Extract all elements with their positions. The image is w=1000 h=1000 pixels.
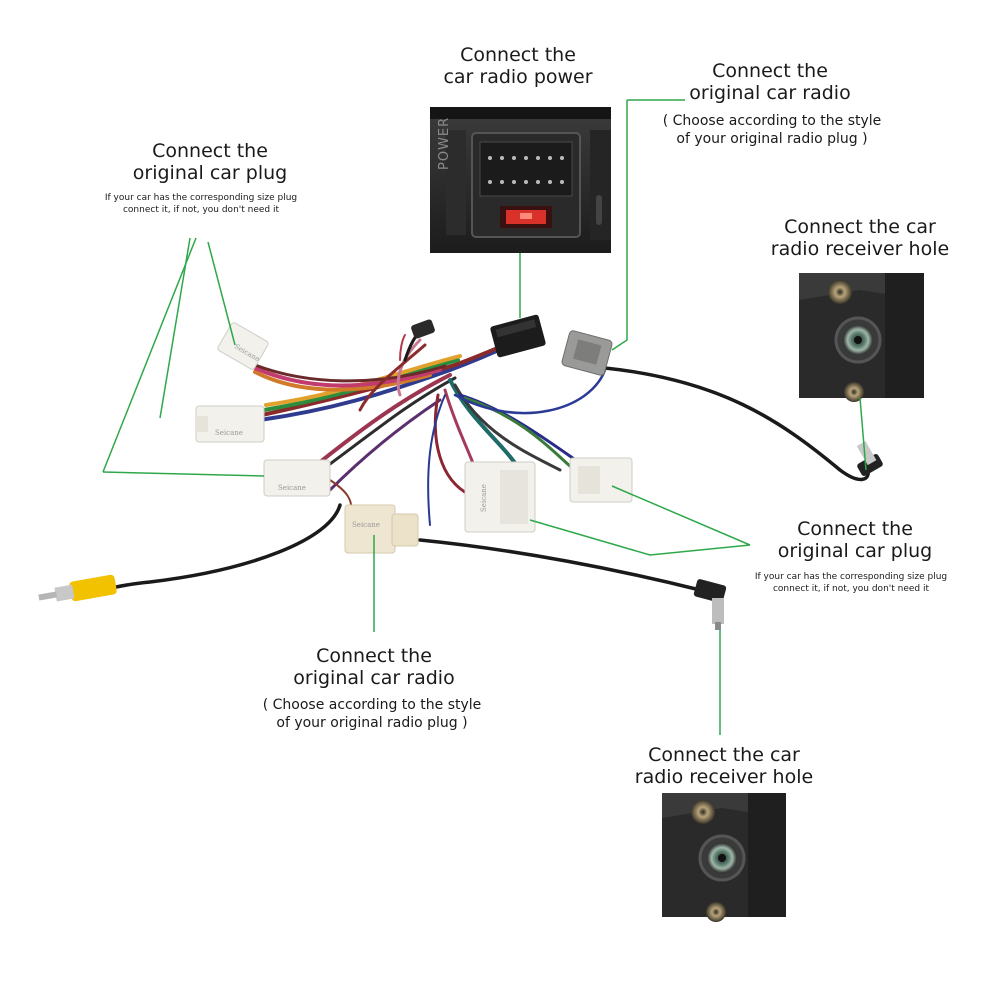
power-panel-label: POWER <box>437 116 452 170</box>
svg-text:Seicane: Seicane <box>278 484 306 492</box>
label-radio-top-sub1: ( Choose according to the style <box>662 113 882 129</box>
wire-bundle <box>110 328 870 592</box>
label-radio-top-line1: Connect the <box>712 60 828 82</box>
rca-plug <box>38 574 117 602</box>
label-radio-top: Connect the original car radio <box>680 60 860 104</box>
plug-white-right <box>569 457 633 503</box>
label-plug-right-note2: connect it, if not, you don't need it <box>772 584 930 594</box>
label-receiver-top-line1: Connect the car <box>784 216 936 238</box>
antenna-socket-photo-top <box>799 273 924 402</box>
label-receiver-top-line2: radio receiver hole <box>770 238 950 260</box>
label-receiver-top: Connect the car radio receiver hole <box>760 216 960 260</box>
label-radio-bottom-line1: Connect the <box>316 645 432 667</box>
label-power: Connect the car radio power <box>438 44 598 88</box>
power-harness-connector <box>490 314 546 358</box>
label-receiver-bottom-line1: Connect the car <box>648 744 800 766</box>
label-plug-left-line2: original car plug <box>132 162 288 184</box>
label-radio-top-sub2: of your original radio plug ) <box>676 131 868 147</box>
label-receiver-bottom-line2: radio receiver hole <box>634 766 814 788</box>
antenna-angle-plug-bottom <box>693 579 727 630</box>
plug-white-center-large: Seicane <box>464 461 536 533</box>
label-radio-top-sub: ( Choose according to the style of your … <box>652 112 892 148</box>
label-power-line1: Connect the <box>460 44 576 66</box>
label-plug-right: Connect the original car plug <box>760 518 950 562</box>
label-radio-bottom-sub1: ( Choose according to the style <box>262 697 482 713</box>
svg-text:Seicane: Seicane <box>480 484 488 512</box>
label-plug-left-note: If your car has the corresponding size p… <box>90 192 312 216</box>
label-plug-right-note1: If your car has the corresponding size p… <box>754 572 948 582</box>
plug-gray-radio <box>561 330 613 376</box>
plug-white-top-left: Seicane <box>217 322 269 370</box>
svg-text:Seicane: Seicane <box>215 429 243 437</box>
label-plug-left-note1: If your car has the corresponding size p… <box>104 193 298 203</box>
label-radio-top-line2: original car radio <box>689 82 851 104</box>
small-black-connector <box>411 319 435 339</box>
label-radio-bottom-line2: original car radio <box>293 667 455 689</box>
antenna-angle-plug-top <box>856 441 883 476</box>
plug-white-left-lower: Seicane <box>263 459 331 497</box>
label-plug-right-line2: original car plug <box>777 540 933 562</box>
label-plug-right-note: If your car has the corresponding size p… <box>740 571 962 595</box>
label-power-line2: car radio power <box>443 66 593 88</box>
label-radio-bottom: Connect the original car radio <box>284 645 464 689</box>
label-plug-left: Connect the original car plug <box>120 140 300 184</box>
leader-lines <box>102 99 867 735</box>
label-plug-left-line1: Connect the <box>152 140 268 162</box>
label-receiver-bottom: Connect the car radio receiver hole <box>624 744 824 788</box>
antenna-socket-photo-bottom <box>662 793 786 922</box>
plug-white-left-middle: Seicane <box>195 405 265 443</box>
label-radio-bottom-sub2: of your original radio plug ) <box>276 715 468 731</box>
svg-text:Seicane: Seicane <box>352 521 380 529</box>
plug-beige-radio: Seicane <box>344 504 419 554</box>
label-radio-bottom-sub: ( Choose according to the style of your … <box>252 696 492 732</box>
label-plug-right-line1: Connect the <box>797 518 913 540</box>
power-connector-photo <box>430 107 611 253</box>
label-plug-left-note2: connect it, if not, you don't need it <box>122 205 280 215</box>
